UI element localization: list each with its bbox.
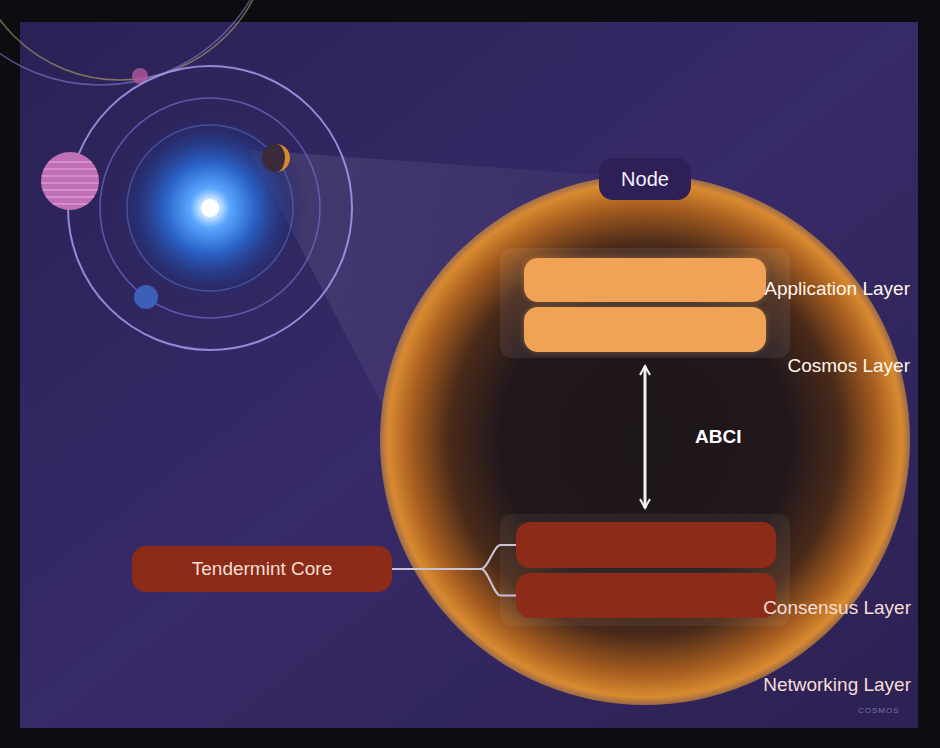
orbit-ring xyxy=(100,98,320,318)
planet xyxy=(41,152,99,210)
layer-group xyxy=(500,514,790,626)
layer-box: Consensus Layer xyxy=(516,522,776,568)
layer-name: Tendermint Core xyxy=(192,558,332,581)
planet-stripes xyxy=(30,162,110,204)
layer-name: Networking Layer xyxy=(763,674,911,697)
layer-name: Application Layer xyxy=(764,278,910,301)
node-circle: NodeApplication LayerCosmos LayerConsens… xyxy=(380,175,910,705)
double-arrow xyxy=(644,366,647,508)
background-panel xyxy=(20,22,918,728)
watermark: COSMOS xyxy=(858,706,900,715)
connector-label: ABCI xyxy=(695,426,741,448)
orbit-ring xyxy=(127,125,293,291)
orbit-ring xyxy=(68,66,352,350)
star-core xyxy=(201,199,219,217)
node-circle-fill xyxy=(380,175,910,705)
planet xyxy=(262,144,290,172)
layer-box: Application Layer xyxy=(524,258,766,302)
layer-name: Cosmos Layer xyxy=(788,355,911,378)
planet-light xyxy=(276,144,290,172)
planet xyxy=(134,285,158,309)
node-title: Node xyxy=(599,158,691,200)
star-glow xyxy=(110,108,310,308)
layer-box: Cosmos Layer xyxy=(524,307,766,352)
layer-box: Tendermint Core xyxy=(132,546,392,592)
layer-group xyxy=(500,248,790,358)
orbit-arc xyxy=(0,0,275,85)
layer-name: Consensus Layer xyxy=(763,597,911,620)
node-outline xyxy=(380,175,910,705)
layer-box: Networking Layer xyxy=(516,573,776,618)
